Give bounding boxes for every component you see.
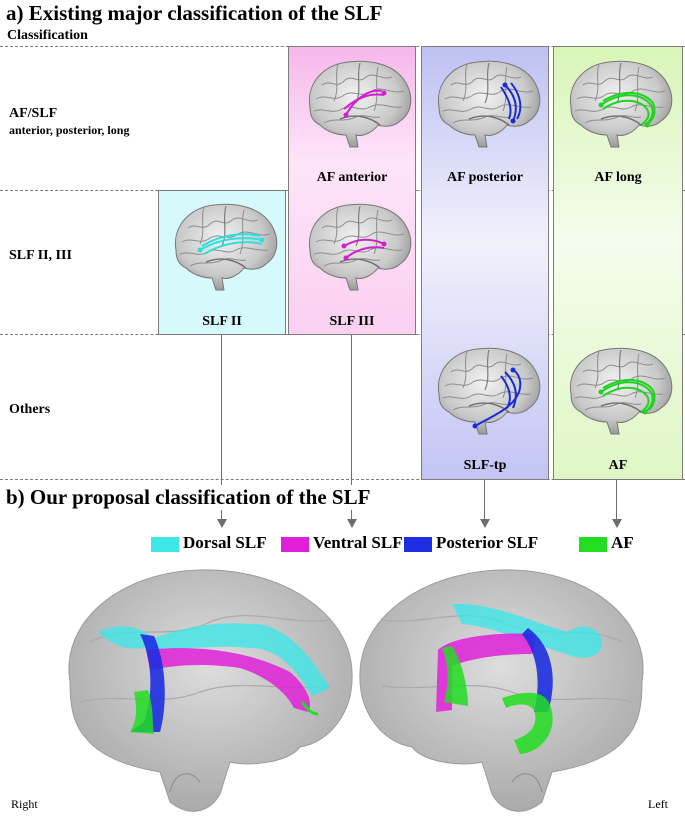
row-header-af-slf-sub: anterior, posterior, long	[9, 123, 130, 137]
legend-swatch-dorsal-slf	[151, 537, 179, 552]
brain-slf-ii	[174, 203, 278, 291]
arrow-head-slf-iii	[347, 519, 357, 528]
arrow-head-slf-tp	[480, 519, 490, 528]
label-af: AF	[608, 458, 628, 473]
row-header-slf-ii-iii: SLF II, III	[9, 248, 72, 263]
brain-render-left-hemisphere	[359, 569, 644, 812]
arrow-head-af	[612, 519, 622, 528]
label-left-hemisphere: Left	[648, 797, 668, 811]
brain-af-posterior	[437, 60, 541, 148]
legend-label-af: AF	[611, 533, 634, 552]
classification-header: Classification	[7, 28, 88, 43]
legend-label-posterior-slf: Posterior SLF	[436, 533, 539, 552]
label-slf-ii: SLF II	[202, 314, 242, 329]
label-slf-tp: SLF-tp	[463, 458, 507, 473]
brain-af-long	[569, 60, 673, 148]
brain-af-anterior	[308, 60, 412, 148]
arrow-head-slf-ii	[217, 519, 227, 528]
brain-slf-iii	[308, 203, 412, 291]
label-af-posterior: AF posterior	[446, 170, 524, 185]
label-af-anterior: AF anterior	[316, 170, 388, 185]
section-b-title: b) Our proposal classification of the SL…	[6, 485, 377, 510]
label-af-long: AF long	[594, 170, 642, 185]
arrow-slf-iii	[351, 335, 352, 519]
arrow-slf-tp	[484, 480, 485, 519]
brain-render-right-hemisphere	[68, 569, 353, 812]
row-header-others: Others	[9, 402, 51, 417]
brain-slf-tp	[437, 347, 541, 435]
row-header-af-slf: AF/SLF	[9, 106, 58, 121]
row-divider	[0, 479, 685, 480]
legend-swatch-ventral-slf	[281, 537, 309, 552]
label-slf-iii: SLF III	[329, 314, 375, 329]
legend-label-ventral-slf: Ventral SLF	[313, 533, 403, 552]
brain-af	[569, 347, 673, 435]
arrow-af	[616, 480, 617, 519]
section-a-title: a) Existing major classification of the …	[6, 1, 383, 25]
legend-swatch-posterior-slf	[404, 537, 432, 552]
arrow-slf-ii	[221, 335, 222, 519]
legend-label-dorsal-slf: Dorsal SLF	[183, 533, 267, 552]
label-right-hemisphere: Right	[11, 797, 38, 811]
legend-swatch-af	[579, 537, 607, 552]
